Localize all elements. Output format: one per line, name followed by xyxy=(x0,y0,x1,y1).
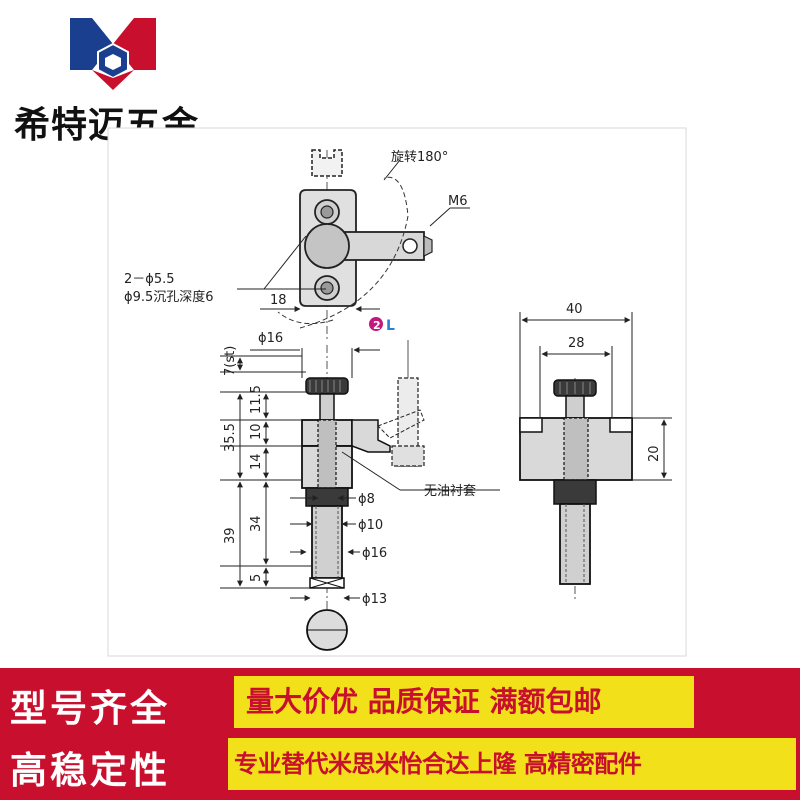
top-view xyxy=(237,149,470,340)
dim-7st: 7(st) xyxy=(223,346,238,376)
dim-phi8: ϕ8 xyxy=(358,492,375,507)
dim-39: 39 xyxy=(223,527,238,544)
dim-phi16-bottom: ϕ16 xyxy=(362,546,387,561)
marker-letter: L xyxy=(386,318,395,334)
dim-35-5: 35.5 xyxy=(223,423,238,452)
dim-phi10: ϕ10 xyxy=(358,518,383,533)
side-view xyxy=(519,312,672,600)
dim-20: 20 xyxy=(647,445,662,462)
dim-5: 5 xyxy=(249,574,264,582)
dim-34: 34 xyxy=(249,515,264,532)
marker-number-badge xyxy=(369,317,383,331)
rotation-label: 旋转180° xyxy=(391,150,448,165)
thread-label: M6 xyxy=(448,194,468,209)
dim-28: 28 xyxy=(568,336,585,351)
dim-40: 40 xyxy=(566,302,583,317)
marker-number: 2 xyxy=(373,319,381,332)
dim-18: 18 xyxy=(270,293,287,308)
promo-tag-bottom: 专业替代米思米怡合达上隆 高精密配件 xyxy=(228,738,796,790)
technical-drawing: 旋转180° M6 2－ϕ5.5 ϕ9.5沉孔深度6 18 xyxy=(107,127,687,657)
dim-11-5: 11.5 xyxy=(249,385,264,414)
dim-phi13: ϕ13 xyxy=(362,592,387,607)
banner-right: 量大价优 品质保证 满额包邮 专业替代米思米怡合达上隆 高精密配件 xyxy=(224,668,800,800)
bushing-label: 无油衬套 xyxy=(424,483,476,499)
drawing-frame xyxy=(107,127,687,657)
brand-logo-icon xyxy=(70,18,156,90)
promo-tag-top: 量大价优 品质保证 满额包邮 xyxy=(234,676,694,728)
dim-10: 10 xyxy=(249,423,264,440)
dim-14: 14 xyxy=(249,453,264,470)
dim-phi16-top: ϕ16 xyxy=(258,331,283,346)
front-view xyxy=(220,340,500,651)
banner-line2: 高稳定性 xyxy=(10,749,170,792)
hole-label-line1: 2－ϕ5.5 xyxy=(124,272,175,287)
banner-left: 型号齐全 高稳定性 xyxy=(0,668,224,800)
hole-label-line2: ϕ9.5沉孔深度6 xyxy=(124,289,214,305)
banner-line1: 型号齐全 xyxy=(10,687,170,730)
